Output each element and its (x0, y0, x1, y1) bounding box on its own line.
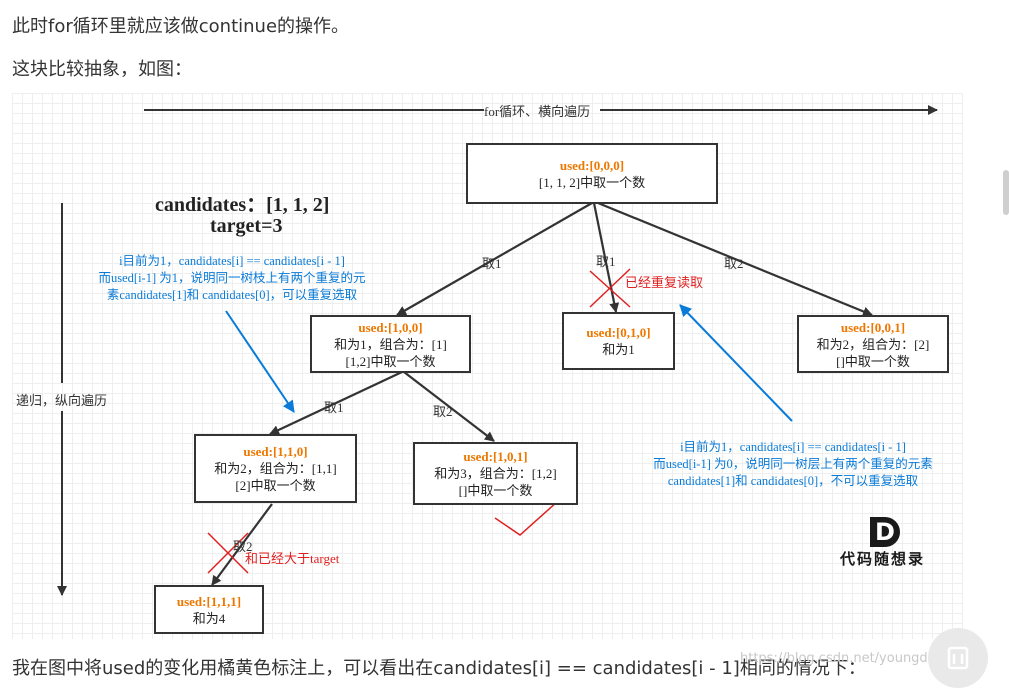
same-branch-note-line2: 而used[i-1] 为1，说明同一树枝上有两个重复的元 (98, 271, 366, 285)
node-100-choose: [1,2]中取一个数 (345, 353, 436, 369)
node-used-100: used:[1,0,0] 和为1，组合为：[1] [1,2]中取一个数 (310, 315, 471, 373)
edge-n100-n101 (403, 371, 495, 442)
edge-label-n100-left: 取1 (324, 400, 344, 415)
node-001-used: used:[0,0,1] (840, 319, 906, 335)
same-level-note-line1: i目前为1，candidates[i] == candidates[i - 1] (680, 440, 906, 454)
node-101-choose: []中取一个数 (458, 483, 533, 498)
node-101-sum: 和为3，组合为：[1,2] (434, 466, 557, 481)
edge-root-n001 (597, 201, 873, 317)
node-used-001: used:[0,0,1] 和为2，组合为：[2] []中取一个数 (797, 315, 949, 373)
same-level-note-line3: candidates[1]和 candidates[0]，不可以重复选取 (667, 474, 919, 488)
paragraph-used-explanation: 我在图中将used的变化用橘黄色标注上，可以看出在candidates[i] =… (12, 658, 866, 679)
source-watermark: https://blog.csdn.net/youngdemption (740, 651, 982, 666)
same-level-note: i目前为1，candidates[i] == candidates[i - 1]… (633, 439, 953, 490)
edge-n110-n111 (211, 503, 273, 586)
logo-text: 代码随想录 (840, 550, 926, 568)
node-used-010: used:[0,1,0] 和为1 (562, 312, 675, 370)
edge-root-n010 (592, 202, 620, 313)
recursion-axis-label: 递归，纵向遍历 (16, 393, 108, 408)
same-branch-note: i目前为1，candidates[i] == candidates[i - 1]… (72, 253, 392, 304)
paragraph-continue: 此时for循环里就应该做continue的操作。 (12, 16, 350, 37)
red-cross-1b (589, 268, 631, 308)
node-used-110: used:[1,1,0] 和为2，组合为：[1,1] [2]中取一个数 (194, 434, 357, 503)
edge-label-n100-right: 取2 (433, 404, 453, 419)
diagram-lines (57, 105, 938, 596)
over-target-note: 和已经大于target (245, 551, 340, 566)
edge-label-root-left: 取1 (482, 256, 502, 271)
target-label: target=3 (210, 215, 283, 237)
paragraph-abstract: 这块比较抽象，如图： (12, 59, 192, 80)
node-used-111: used:[1,1,1] 和为4 (154, 585, 264, 634)
candidates-label: candidates：[1, 1, 2] (155, 194, 330, 216)
red-check-mark (494, 492, 568, 536)
repeat-read-note: 已经重复读取 (625, 275, 704, 290)
node-110-used: used:[1,1,0] (243, 444, 308, 459)
node-110-choose: [2]中取一个数 (235, 478, 316, 493)
red-cross-2b (207, 532, 249, 574)
edge-root-n100 (396, 202, 593, 316)
node-111-used: used:[1,1,1] (176, 593, 242, 609)
tree-diagram: for循环、横向遍历 递归，纵向遍历 candidates：[1, 1, 2] … (12, 93, 963, 639)
node-101-used: used:[1,0,1] (463, 449, 528, 464)
node-root-desc: [1, 1, 2]中取一个数 (538, 174, 646, 190)
node-root: used:[0,0,0] [1, 1, 2]中取一个数 (466, 143, 718, 204)
node-100-used: used:[1,0,0] (358, 319, 423, 335)
node-010-used: used:[0,1,0] (586, 325, 651, 340)
edge-n100-n110 (269, 371, 403, 435)
node-010-sum: 和为1 (602, 342, 635, 357)
same-level-note-line2: 而used[i-1] 为0，说明同一树层上有两个重复的元素 (653, 457, 933, 471)
same-branch-note-line3: 素candidates[1]和 candidates[0]，可以重复选取 (106, 288, 358, 302)
same-branch-note-line1: i目前为1，candidates[i] == candidates[i - 1] (119, 254, 345, 268)
floating-action-button[interactable] (928, 628, 988, 688)
document-icon (947, 646, 969, 670)
blue-arrow-branch (225, 310, 295, 413)
blue-arrow-level (679, 304, 793, 422)
node-100-sum: 和为1，组合为：[1] (334, 336, 447, 352)
node-111-sum: 和为4 (192, 610, 226, 626)
edge-label-root-mid: 取1 (596, 254, 616, 269)
node-001-choose: []中取一个数 (836, 353, 910, 369)
node-110-sum: 和为2，组合为：[1,1] (214, 461, 337, 476)
edge-label-n110-down: 取2 (233, 539, 253, 554)
scrollbar-thumb[interactable] (1003, 170, 1009, 215)
node-root-used: used:[0,0,0] (559, 157, 625, 173)
node-001-sum: 和为2，组合为：[2] (816, 336, 930, 352)
logo-d-icon: D (870, 517, 900, 547)
for-loop-axis-label: for循环、横向遍历 (484, 104, 591, 119)
node-used-101: used:[1,0,1] 和为3，组合为：[1,2] []中取一个数 (413, 442, 578, 505)
edge-label-root-right: 取2 (724, 256, 744, 271)
